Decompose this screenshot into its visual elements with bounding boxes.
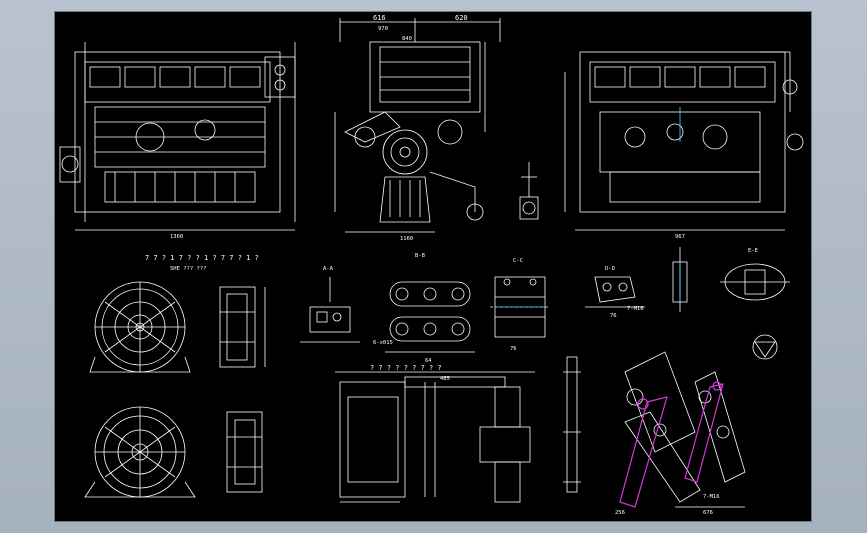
center-lines: [495, 107, 681, 308]
flywheel-front-view: [89, 281, 191, 373]
dim-970: 970: [378, 26, 388, 32]
dim-616: 616: [373, 14, 386, 22]
linkage-arm-right: [675, 371, 746, 508]
linkage-highlight: [619, 381, 724, 508]
engine-left-elevation: [59, 42, 296, 231]
note-7m16b: 7-M16: [627, 306, 644, 312]
view-b-label: B-B: [415, 253, 426, 259]
flange-part-f: [720, 263, 790, 301]
dim-967: 967: [675, 234, 685, 240]
housing-front-view: [84, 406, 196, 498]
dim-620: 620: [455, 14, 468, 22]
drawing-sheet: 616 620 970 840 1360 1160 967 7 7 ? 1 7 …: [55, 12, 811, 521]
bracket-a-view: [300, 277, 360, 343]
engine-front-view: [334, 18, 501, 233]
note-6x015: 6-x015: [373, 340, 393, 346]
engine-right-elevation: [564, 51, 804, 231]
note-7m16: 7-M16: [703, 494, 720, 500]
linkage-arm-left: [624, 351, 701, 503]
dim-256: 256: [615, 510, 625, 516]
small-hub-g: [752, 334, 778, 360]
cad-drawing: 616 620 970 840 1360 1160 967 7 7 ? 1 7 …: [59, 14, 804, 516]
bottom-note: ? ? ? ? ? ? ? ? ?: [370, 364, 442, 372]
mount-plate-b: [385, 281, 475, 353]
view-c-label: C-C: [513, 258, 523, 264]
dim-485: 485: [440, 376, 450, 382]
linkage-vertical-bar: [563, 356, 581, 493]
dim-76: 76: [510, 346, 517, 352]
dim-676: 676: [703, 510, 713, 516]
clamp-part-d: [585, 276, 645, 308]
view-a-label: A-A: [323, 266, 334, 272]
dim-64: 64: [425, 358, 432, 364]
flywheel-side-view: [219, 286, 266, 368]
view-e-label: E-E: [748, 248, 758, 254]
side-detail-small: [519, 162, 539, 220]
dim-1360: 1360: [170, 234, 183, 240]
dim-840: 840: [402, 36, 412, 42]
row2-note: 7 7 ? 1 7 ? ? 1 ? 7 7 ? 1 ?: [145, 254, 259, 262]
dim-76-2: 76: [610, 313, 617, 319]
housing-side-view: [226, 411, 263, 493]
plate-assembly: [335, 371, 535, 503]
view-d-label: D-D: [605, 266, 615, 272]
dim-1160: 1160: [400, 236, 413, 242]
row2-sub: SHE ??? ???: [170, 266, 206, 272]
